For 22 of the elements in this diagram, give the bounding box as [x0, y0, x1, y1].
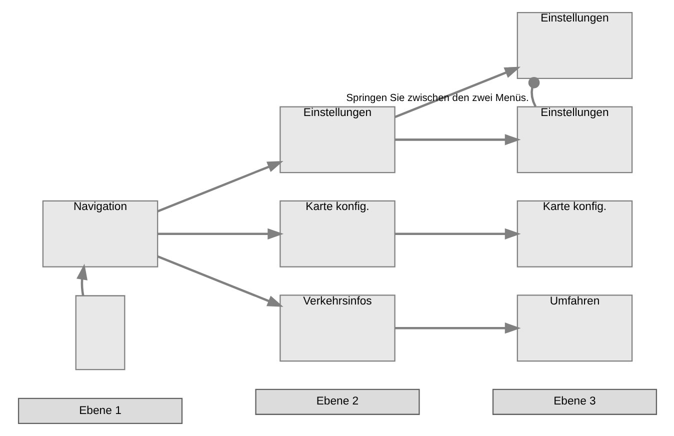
arrow [157, 228, 284, 240]
arrow [394, 66, 520, 118]
arrow [394, 134, 520, 146]
label: Ebene 2 [316, 396, 358, 408]
arrow [156, 160, 283, 212]
node-box: Karte konfig. [279, 200, 395, 268]
node-box: Einstellungen [516, 106, 632, 174]
label: Ebene 3 [553, 396, 596, 408]
connector [528, 76, 540, 108]
edge-label: Springen Sie zwischen den zwei Menüs. [346, 92, 528, 104]
arrow [394, 228, 520, 240]
node-box: Verkehrsinfos [279, 294, 395, 362]
node-box: Umfahren [516, 294, 632, 362]
arrow [394, 322, 520, 334]
arrow [76, 264, 87, 296]
arrow [156, 255, 283, 307]
node-box: Navigation [42, 200, 158, 268]
label: Ebene 1 [78, 404, 121, 417]
node-box: Einstellungen [279, 106, 395, 174]
node-box [74, 295, 125, 370]
node-box: Karte konfig. [516, 200, 632, 268]
node-box: Einstellungen [516, 12, 632, 79]
